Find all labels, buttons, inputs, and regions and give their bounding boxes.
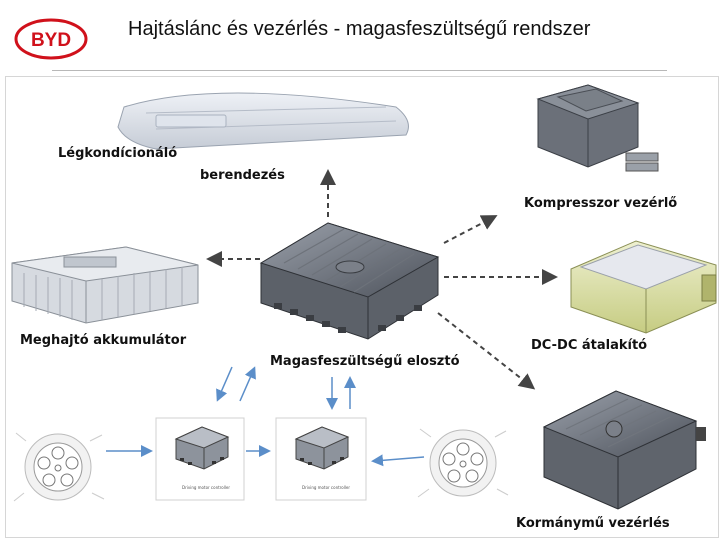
blue-arrows <box>106 366 425 467</box>
label-hv-distributor: Magasfeszültségű elosztó <box>270 354 460 369</box>
charging-port-right <box>417 428 509 498</box>
motor-controller-left: Driving motor controller <box>155 417 245 501</box>
label-air-conditioner-line2: berendezés <box>200 168 285 183</box>
hv-system-diagram: Driving motor controller Driving motor c… <box>5 76 719 538</box>
air-conditioner-unit <box>117 92 409 150</box>
label-compressor-controller: Kompresszor vezérlő <box>524 196 678 211</box>
dashed-arrows <box>206 169 558 390</box>
byd-logo: BYD <box>14 18 88 60</box>
label-air-conditioner-line1: Légkondícionáló <box>58 146 178 161</box>
slide-title: Hajtáslánc és vezérlés - magasfeszültség… <box>128 18 591 40</box>
arrow-to-steering <box>437 312 536 390</box>
diagram-drawing: Driving motor controller Driving motor c… <box>11 84 717 510</box>
compressor-controller-unit <box>536 84 659 172</box>
label-dcdc-converter: DC-DC átalakító <box>531 338 648 353</box>
slide-header: BYD Hajtáslánc és vezérlés - magasfeszül… <box>0 0 720 72</box>
svg-text:Driving motor controller: Driving motor controller <box>302 485 350 490</box>
hv-distributor-unit <box>259 222 440 340</box>
title-divider <box>52 70 667 71</box>
motor-controller-right: Driving motor controller <box>275 417 367 501</box>
dcdc-converter-unit <box>570 240 717 334</box>
charging-port-left <box>13 432 105 502</box>
svg-text:BYD: BYD <box>31 30 71 51</box>
label-traction-battery: Meghajtó akkumulátor <box>20 333 187 348</box>
traction-battery-unit <box>11 246 199 324</box>
arrow-to-compressor <box>443 215 498 244</box>
label-steering-controller: Kormánymű vezérlés <box>516 516 670 531</box>
svg-text:Driving motor controller: Driving motor controller <box>182 485 230 490</box>
steering-controller-unit <box>542 390 706 510</box>
